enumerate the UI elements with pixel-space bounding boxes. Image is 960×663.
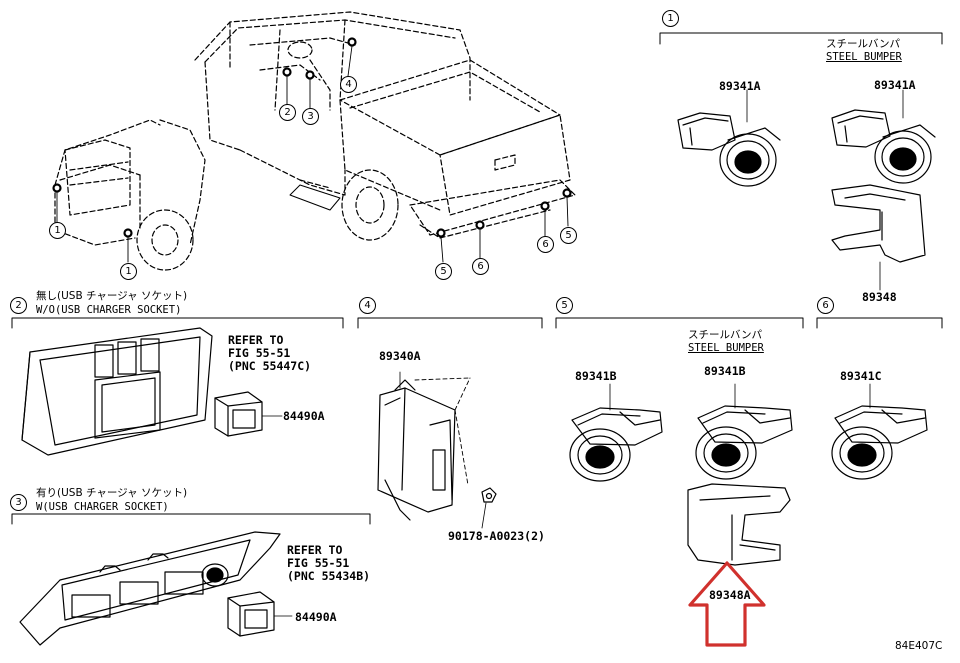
section-2-refer-line-3: (PNC 55447C) — [228, 359, 312, 373]
callout-5-right: 5 — [560, 227, 577, 244]
section-3-refer-line-2: FIG 55-51 — [287, 556, 350, 570]
section-brackets — [11, 32, 943, 525]
ecu-89340A — [377, 371, 471, 521]
sensor-89341C — [831, 383, 928, 480]
callout-3: 3 — [302, 108, 319, 125]
sensor-89341A-left — [677, 89, 781, 187]
switch-panel-wo-usb — [21, 327, 213, 456]
part-89341B-right: 89341B — [704, 364, 746, 378]
section-2-index: 2 — [10, 297, 27, 314]
callout-1-front-left: 1 — [49, 222, 66, 239]
bracket-89348 — [831, 184, 926, 291]
sensor-89341A-right — [831, 89, 936, 184]
section-3-refer-line-3: (PNC 55434B) — [287, 569, 371, 583]
switch-84490A-upper — [214, 391, 283, 437]
part-84490A-lower: 84490A — [295, 610, 337, 624]
section-2-en-label: W/O(USB CHARGER SOCKET) — [36, 304, 182, 316]
section-3-en-label: W(USB CHARGER SOCKET) — [36, 501, 169, 513]
part-89341A-right: 89341A — [874, 78, 916, 92]
part-89341C: 89341C — [840, 369, 882, 383]
section-5-index: 5 — [556, 297, 573, 314]
truck-illustration — [54, 11, 576, 271]
section-1-jp-label: スチールバンパ — [826, 38, 901, 50]
section-6-index: 6 — [817, 297, 834, 314]
section-4-index: 4 — [359, 297, 376, 314]
callout-5-left: 5 — [435, 263, 452, 280]
section-1-en-label: STEEL BUMPER — [826, 51, 902, 63]
part-84490A-upper: 84490A — [283, 409, 325, 423]
section-1-index: 1 — [662, 10, 679, 27]
part-89340A: 89340A — [379, 349, 421, 363]
callout-6-left: 6 — [472, 258, 489, 275]
part-89348: 89348 — [862, 290, 897, 304]
section-2-refer-line-2: FIG 55-51 — [228, 346, 291, 360]
nut-90178 — [481, 487, 497, 529]
callout-4: 4 — [340, 76, 357, 93]
section-3-refer-line-1: REFER TO — [287, 543, 343, 557]
section-3-jp-label: 有り(USB チャージャ ソケット) — [36, 487, 188, 499]
figure-code: 84E407C — [895, 640, 943, 652]
section-5-jp-label: スチールバンパ — [688, 329, 763, 341]
sensor-markers — [52, 37, 572, 238]
part-89348A: 89348A — [709, 588, 751, 602]
highlight-arrow — [688, 561, 766, 647]
bracket-89348A — [687, 483, 791, 566]
section-2-jp-label: 無し(USB チャージャ ソケット) — [36, 290, 188, 302]
callout-2: 2 — [279, 104, 296, 121]
sensor-89341B-right — [695, 383, 793, 480]
section-5-en-label: STEEL BUMPER — [688, 342, 764, 354]
callout-1-front-right: 1 — [120, 263, 137, 280]
sensor-89341B-left — [569, 383, 663, 482]
part-90178-A0023: 90178-A0023(2) — [448, 529, 545, 543]
callout-6-right: 6 — [537, 236, 554, 253]
switch-panel-w-usb — [19, 531, 281, 646]
section-2-refer-line-1: REFER TO — [228, 333, 284, 347]
part-89341B-left: 89341B — [575, 369, 617, 383]
part-89341A-left: 89341A — [719, 79, 761, 93]
section-3-index: 3 — [10, 494, 27, 511]
switch-84490A-lower — [227, 591, 293, 637]
